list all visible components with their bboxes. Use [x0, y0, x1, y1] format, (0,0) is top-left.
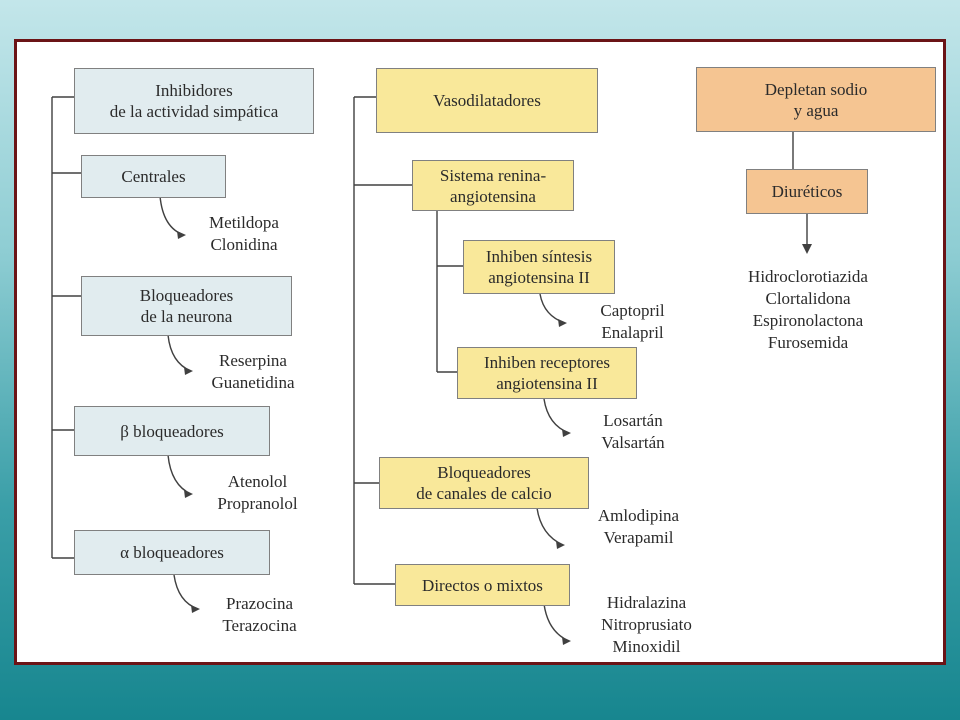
vasodilators-header-text: Vasodilatadores	[433, 91, 541, 110]
arrow-centrales	[159, 195, 185, 236]
direct-mixed-box: Directos o mixtos	[395, 564, 570, 606]
arrow-head-beta	[184, 490, 193, 498]
diagram-frame: Inhibidores de la actividad simpática Ce…	[14, 39, 946, 665]
arrow-head-neurona	[184, 367, 193, 375]
arrow-head-centrales	[177, 231, 186, 239]
diuretics-drugs: Hidroclorotiazida Clortalidona Espironol…	[748, 267, 868, 352]
arrow-directos	[543, 603, 570, 642]
centrales-box: Centrales	[81, 155, 226, 198]
arrow-head-sintesis	[558, 319, 567, 327]
diuretics-box: Diuréticos	[746, 169, 868, 214]
diagram-canvas: Inhibidores de la actividad simpática Ce…	[17, 42, 943, 662]
centrales-label: Centrales	[121, 167, 186, 186]
calcium-channel-blockers-label: Bloqueadores de canales de calcio	[416, 463, 552, 503]
arrow-head-receptores	[562, 429, 571, 437]
neurona-label: Bloqueadores de la neurona	[139, 286, 234, 326]
connector-lines	[51, 96, 812, 645]
arrow-beta	[167, 454, 192, 495]
renin-system-label: Sistema renina- angiotensina	[439, 165, 547, 206]
receptor-inhibitors-drugs: Losartán Valsartán	[601, 411, 665, 452]
sympathetic-inhibitors-header-box: Inhibidores de la actividad simpática	[74, 68, 314, 134]
alpha-blockers-drugs: Prazocina Terazocina	[222, 594, 297, 635]
arrow-head-alpha	[191, 605, 200, 613]
neurona-drugs: Reserpina Guanetidina	[211, 351, 295, 392]
beta-blockers-drugs: Atenolol Propranolol	[217, 472, 298, 513]
diuretics-label: Diuréticos	[771, 182, 843, 201]
calcium-channel-blockers-drugs: Amlodipina Verapamil	[597, 506, 680, 547]
arrow-alpha	[173, 574, 199, 610]
direct-mixed-label: Directos o mixtos	[422, 575, 543, 595]
alpha-blockers-box: α bloqueadores	[74, 530, 270, 575]
calcium-channel-blockers-box: Bloqueadores de canales de calcio	[379, 457, 589, 509]
arrow-calcio	[536, 507, 564, 546]
receptor-inhibitors-box: Inhiben receptores angiotensina II	[457, 347, 637, 399]
arrow-sintesis	[539, 293, 566, 324]
arrow-head-directos	[562, 637, 571, 645]
arrow-neurona	[167, 334, 192, 372]
neurona-box: Bloqueadores de la neurona	[81, 276, 292, 336]
synthesis-inhibitors-box: Inhiben síntesis angiotensina II	[463, 240, 615, 294]
beta-blockers-box: β bloqueadores	[74, 406, 270, 456]
renin-system-box: Sistema renina- angiotensina	[412, 160, 574, 211]
direct-mixed-drugs: Hidralazina Nitroprusiato Minoxidil	[601, 593, 692, 656]
col3-arrow-head	[802, 244, 812, 254]
arrow-receptores	[543, 398, 570, 434]
sympathetic-inhibitors-header-text: Inhibidores de la actividad simpática	[109, 81, 279, 121]
receptor-inhibitors-label: Inhiben receptores angiotensina II	[483, 353, 611, 393]
centrales-drugs: Metildopa Clonidina	[209, 213, 279, 254]
alpha-blockers-label: α bloqueadores	[120, 543, 224, 562]
synthesis-inhibitors-drugs: Captopril Enalapril	[600, 301, 665, 342]
vasodilators-header-box: Vasodilatadores	[376, 68, 598, 133]
sodium-water-depletion-header-text: Depletan sodio y agua	[764, 79, 868, 120]
beta-blockers-label: β bloqueadores	[120, 421, 224, 441]
arrow-head-calcio	[556, 541, 565, 549]
sodium-water-depletion-header-box: Depletan sodio y agua	[696, 67, 936, 132]
synthesis-inhibitors-label: Inhiben síntesis angiotensina II	[485, 247, 593, 287]
